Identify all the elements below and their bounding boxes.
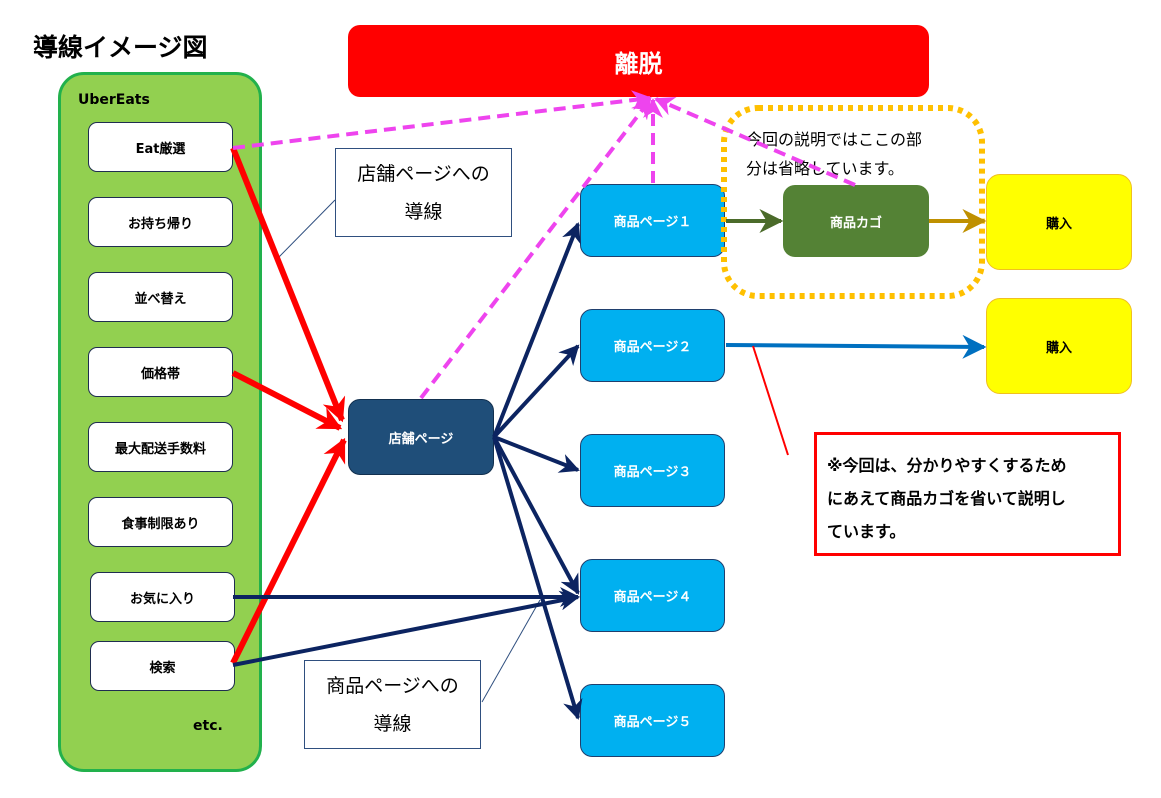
arrow-store-to-product-2 [492, 344, 580, 439]
callout-leader-product [481, 599, 541, 703]
arrow-eat-to-exit [232, 90, 652, 150]
exit-label: 離脱 [614, 49, 663, 78]
product-page-1[interactable]: 商品ページ１ [580, 184, 725, 257]
red-note-line3: ています。 [827, 522, 906, 541]
product-page-label: 商品ページ５ [613, 715, 692, 730]
omit-note: 今回の説明ではここの部 分は省略しています。 [746, 125, 966, 183]
purchase-label: 購入 [1045, 340, 1072, 356]
purchase-node-2[interactable]: 購入 [986, 298, 1132, 394]
omit-region-border [721, 105, 985, 299]
arrow-search-to-product-4 [232, 590, 580, 667]
product-page-label: 商品ページ２ [613, 340, 692, 355]
filter-price-range[interactable]: 価格帯 [88, 347, 233, 397]
omit-note-line1: 今回の説明ではここの部 [746, 130, 923, 149]
product-page-label: 商品ページ３ [613, 465, 692, 480]
arrow-eat-to-store [230, 146, 346, 423]
product-page-3[interactable]: 商品ページ３ [580, 434, 725, 507]
store-page-label: 店舗ページ [388, 431, 454, 447]
cart-label: 商品カゴ [829, 215, 882, 231]
arrow-store-to-product-4 [492, 436, 580, 595]
filter-dietary[interactable]: 食事制限あり [88, 497, 233, 547]
product-page-label: 商品ページ１ [613, 215, 692, 230]
arrow-cart-to-exit [654, 96, 856, 187]
filter-max-delivery-fee[interactable]: 最大配送手数料 [88, 422, 233, 472]
arrow-search-to-store [230, 437, 347, 665]
purchase-label: 購入 [1045, 216, 1072, 232]
arrow-product2-to-purchase [725, 334, 987, 359]
filter-search[interactable]: 検索 [90, 641, 235, 691]
filter-takeout[interactable]: お持ち帰り [88, 197, 233, 247]
exit-box: 離脱 [348, 25, 929, 97]
red-note-leader [752, 345, 789, 456]
omit-note-line2: 分は省略しています。 [746, 159, 904, 178]
ubereats-label: UberEats [78, 92, 150, 108]
purchase-node-1[interactable]: 購入 [986, 174, 1132, 270]
arrow-store-to-product-3 [493, 435, 580, 473]
product-page-4[interactable]: 商品ページ４ [580, 559, 725, 632]
store-page-node[interactable]: 店舗ページ [348, 399, 494, 475]
callout-store-route: 店舗ページへの 導線 [335, 148, 512, 237]
red-note-line1: ※今回は、分かりやすくするため [827, 456, 1067, 475]
filter-sort[interactable]: 並べ替え [88, 272, 233, 322]
red-note-line2: にあえて商品カゴを省いて説明し [827, 489, 1066, 508]
etc-label: etc. [193, 718, 223, 734]
arrow-price-to-store [231, 370, 343, 431]
red-note: ※今回は、分かりやすくするため にあえて商品カゴを省いて説明し ています。 [814, 432, 1121, 556]
callout-store-route-line2: 導線 [404, 200, 443, 223]
callout-store-route-line1: 店舗ページへの [357, 162, 490, 185]
arrow-store-to-product-1 [492, 222, 581, 438]
product-page-2[interactable]: 商品ページ２ [580, 309, 725, 382]
arrow-store-to-exit [419, 98, 652, 400]
callout-leader-store [277, 199, 336, 259]
arrow-store-to-product-5 [492, 436, 583, 720]
callout-product-route-line1: 商品ページへの [326, 674, 459, 697]
callout-product-route: 商品ページへの 導線 [304, 660, 481, 749]
diagram-title: 導線イメージ図 [33, 33, 208, 62]
callout-product-route-line2: 導線 [373, 712, 412, 735]
filter-favorites[interactable]: お気に入り [90, 572, 235, 622]
product-page-5[interactable]: 商品ページ５ [580, 684, 725, 757]
cart-node[interactable]: 商品カゴ [783, 185, 929, 257]
product-page-label: 商品ページ４ [613, 590, 692, 605]
filter-eat-selection[interactable]: Eat厳選 [88, 122, 233, 172]
